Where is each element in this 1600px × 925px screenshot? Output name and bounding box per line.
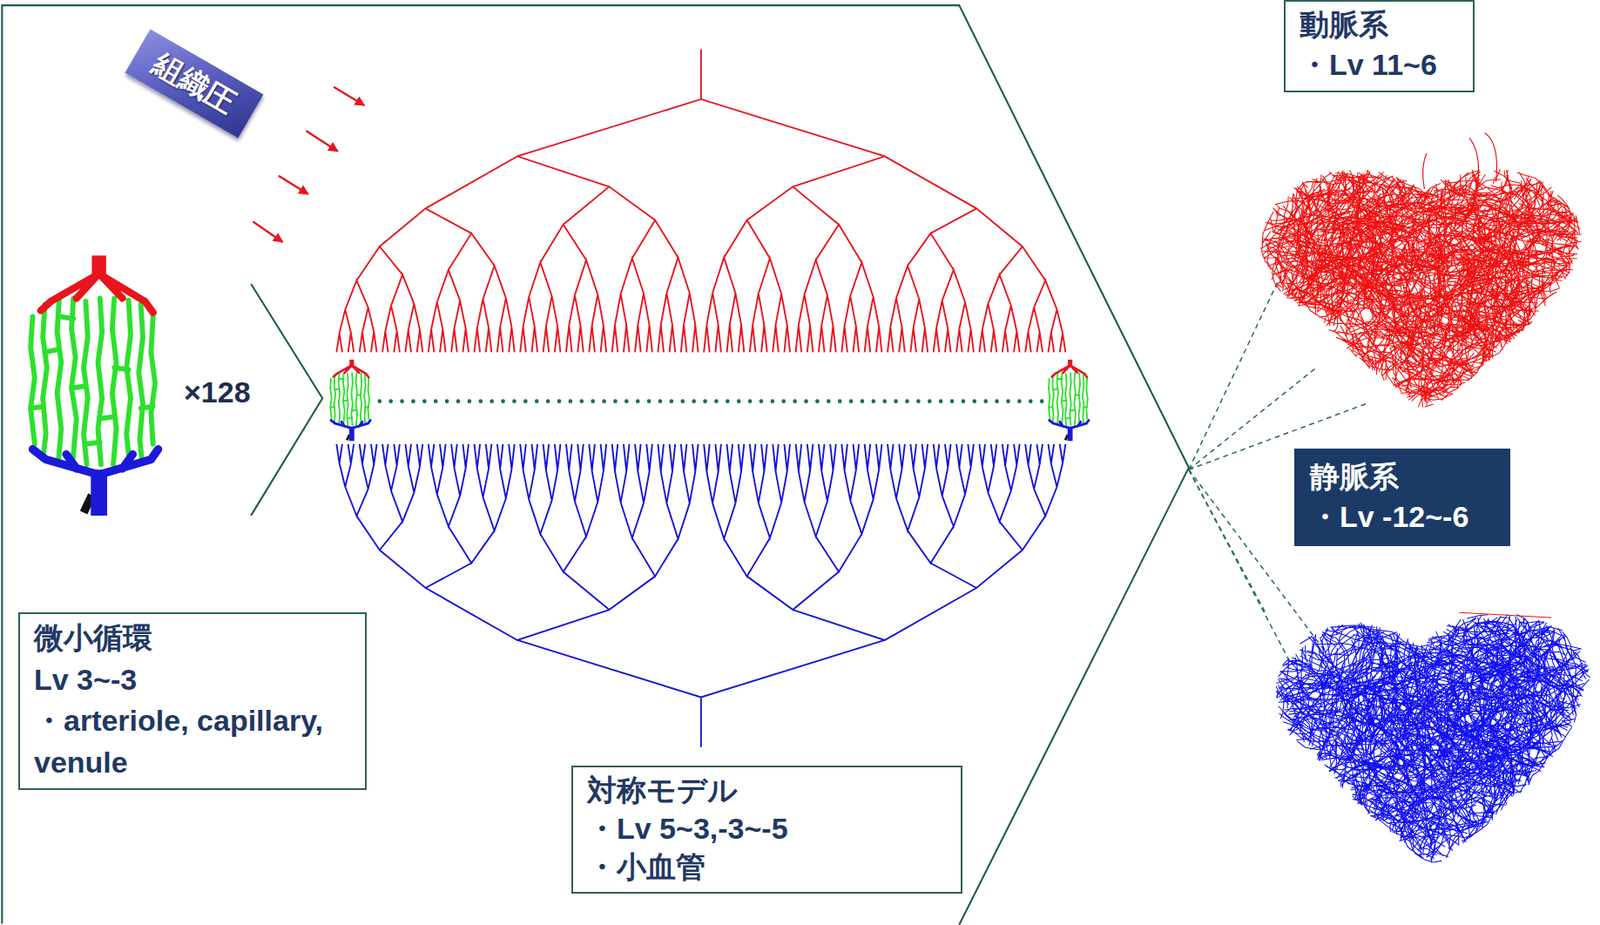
arterial-heart-figure — [1260, 169, 1581, 408]
zoom-leader — [250, 283, 323, 516]
box-text: ・Lv 5~3,-3~-5 — [587, 809, 947, 848]
legend-box: 静脈系・Lv -12~-6 — [1294, 448, 1511, 547]
dotted-line — [379, 398, 1044, 404]
venous-tree — [336, 444, 1066, 748]
box-heading: 静脈系 — [1309, 457, 1495, 498]
arterial-tree — [336, 49, 1066, 353]
legend-box: 動脈系・Lv 11~6 — [1283, 0, 1475, 93]
scale-box: 微小循環Lv 3~-3・arteriole, capillary, venule — [18, 612, 367, 790]
scale-box: 対称モデル・Lv 5~3,-3~-5・小血管 — [571, 765, 963, 894]
box-heading: 動脈系 — [1299, 5, 1459, 46]
box-heading: 対称モデル — [587, 770, 947, 810]
venous-heart-figure — [1275, 614, 1590, 863]
microcirculation-figure — [1048, 359, 1089, 442]
box-heading: 微小循環 — [33, 617, 352, 660]
pressure-arrows — [253, 87, 365, 243]
box-text: Lv 3~-3 — [33, 659, 352, 702]
microcirculation-figure — [30, 255, 158, 516]
pressure-badge: 組織圧 — [125, 28, 264, 138]
box-text: ・arteriole, capillary, venule — [33, 700, 352, 784]
microcirculation-figure — [330, 359, 371, 442]
box-text: ・Lv -12~-6 — [1309, 497, 1495, 538]
multiplier-label: ×128 — [183, 374, 251, 411]
zoom-outline — [1, 5, 1189, 925]
box-text: ・小血管 — [587, 847, 947, 886]
box-heading: 組織圧 — [145, 44, 243, 124]
box-text: ・Lv 11~6 — [1299, 45, 1459, 86]
